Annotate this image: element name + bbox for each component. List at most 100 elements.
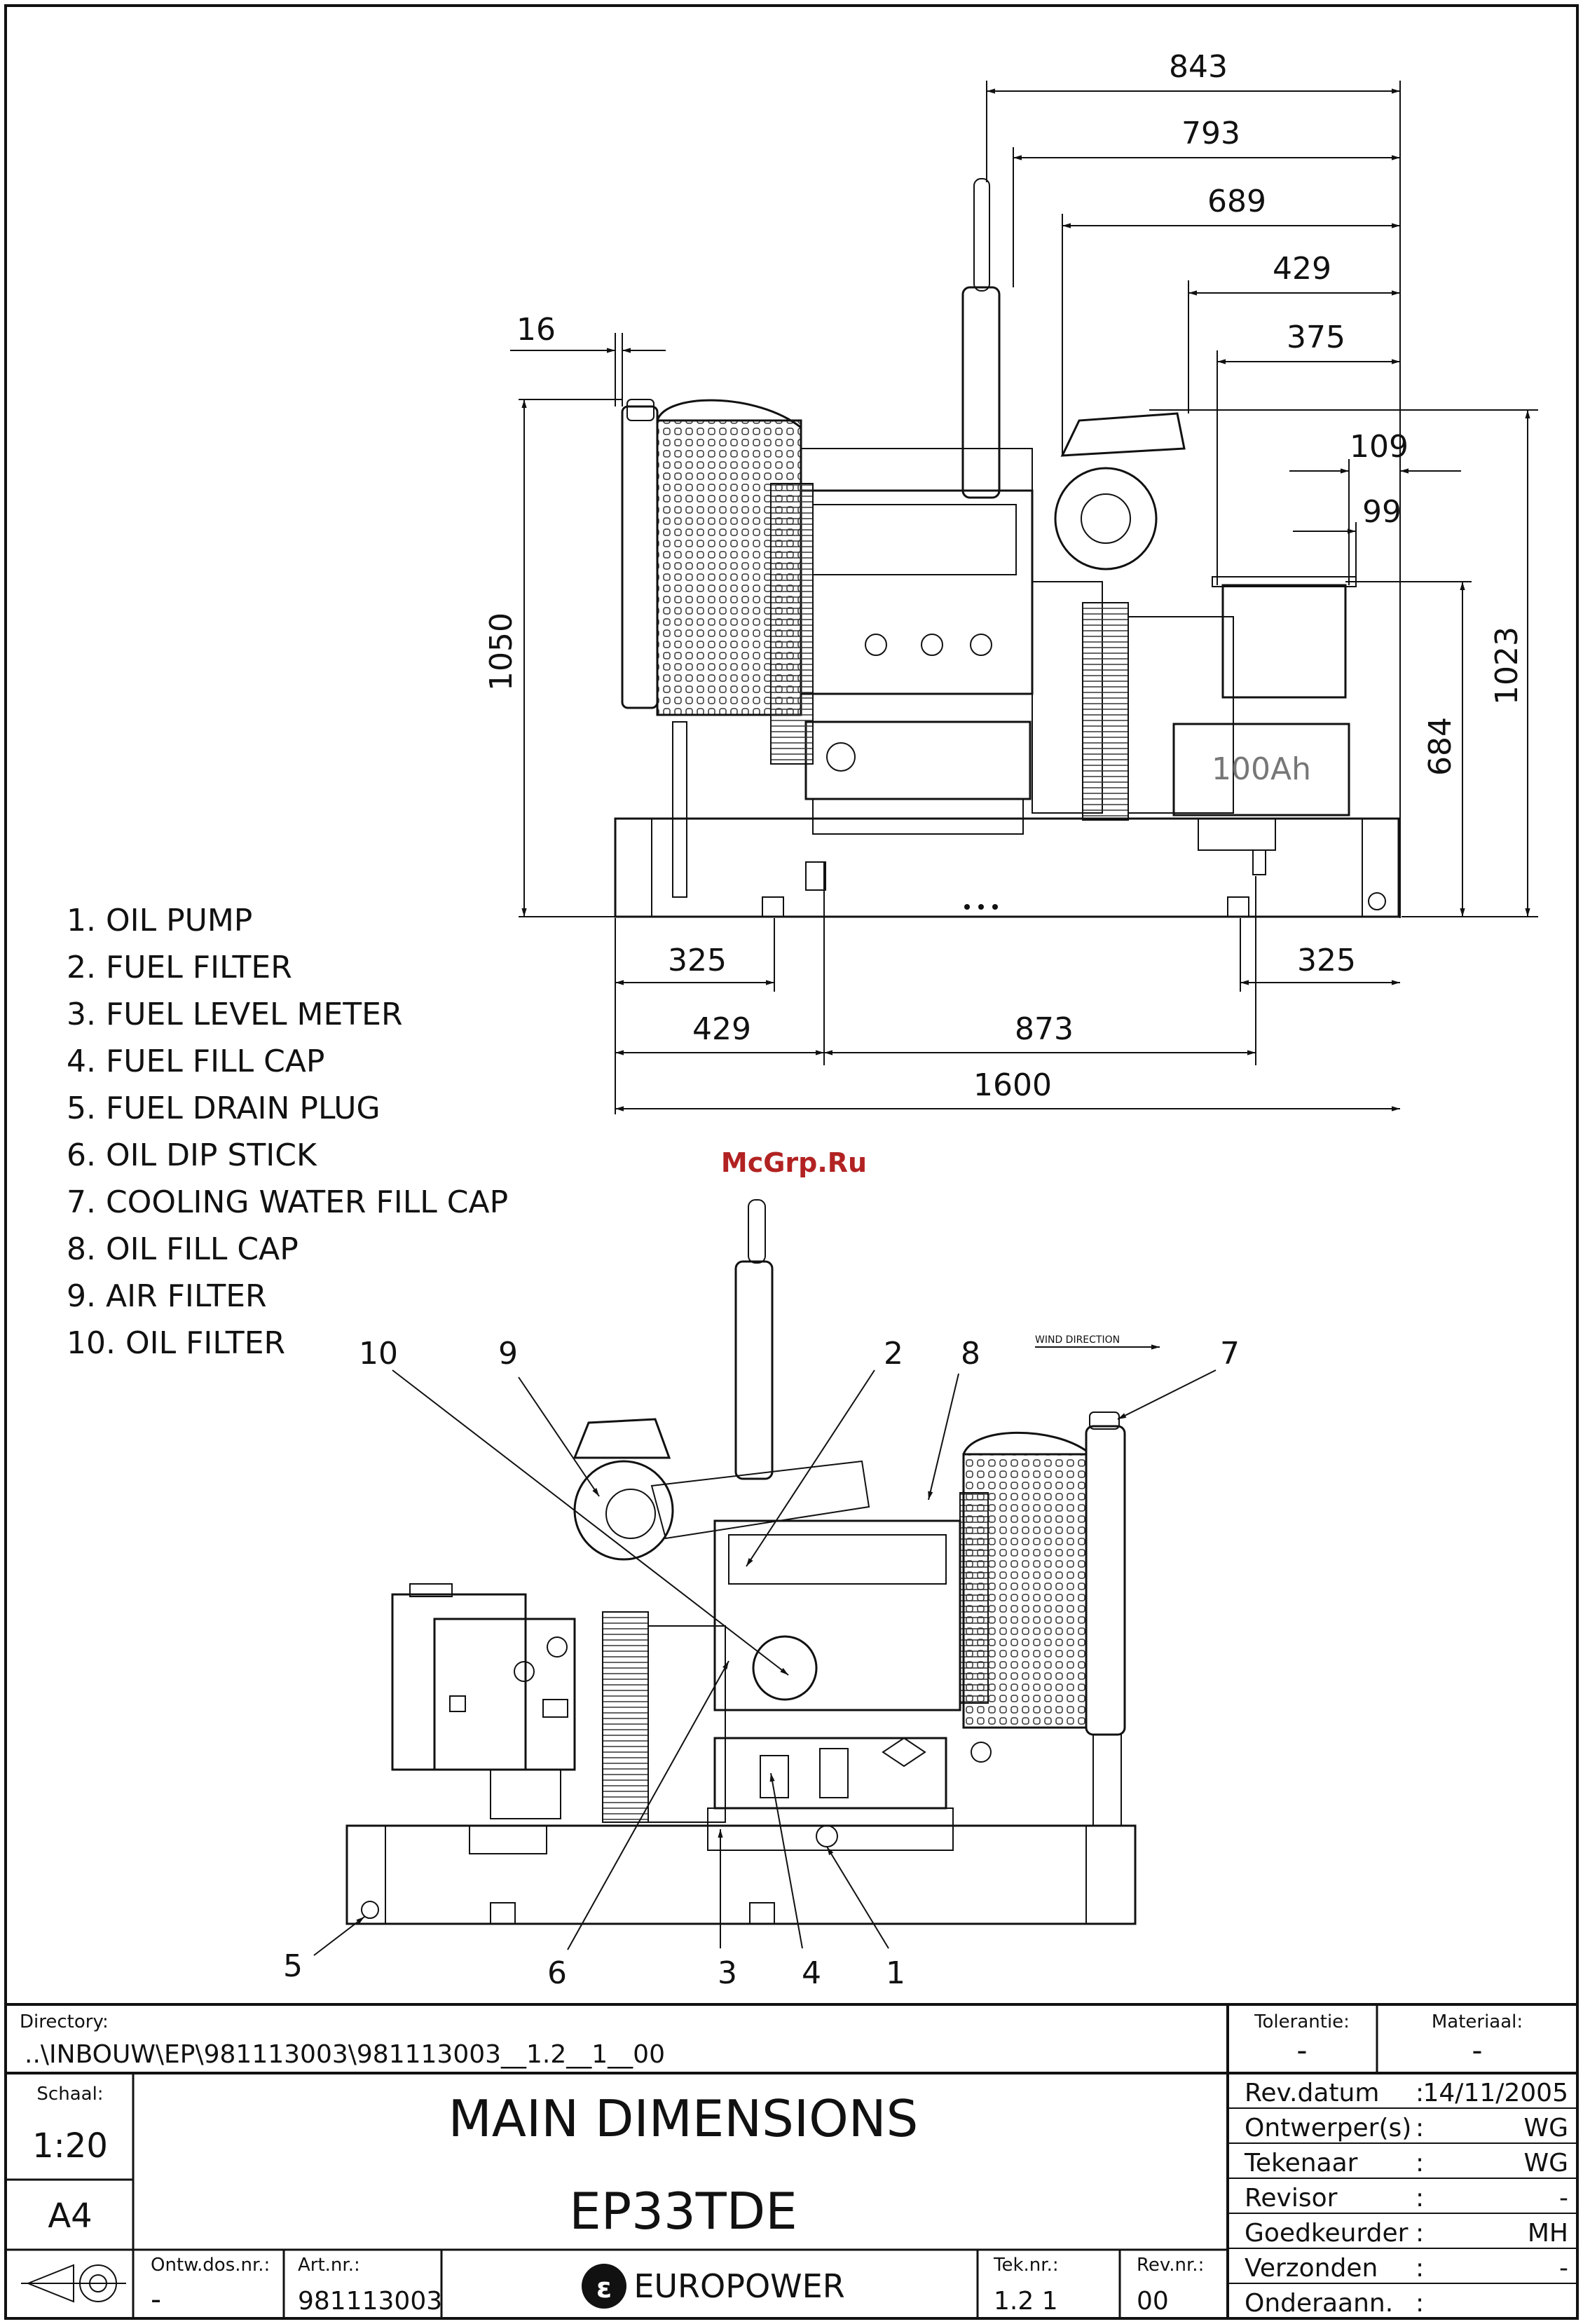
drain-plug-symbol xyxy=(1368,892,1386,910)
generator xyxy=(1128,616,1234,814)
legend-item: 7. COOLING WATER FILL CAP xyxy=(67,1184,508,1220)
svg-text::: : xyxy=(1416,2114,1424,2142)
callout-5: 5 xyxy=(283,1948,303,1984)
ontw-label: Ontw.dos.nr.: xyxy=(151,2255,270,2276)
field-value: - xyxy=(1559,2254,1568,2283)
field-label: Rev.datum xyxy=(1245,2079,1379,2107)
dim-375: 375 xyxy=(1287,320,1345,355)
callout-1: 1 xyxy=(886,1955,905,1991)
projection-symbol xyxy=(21,2264,126,2303)
air-filter-cap xyxy=(1060,412,1186,457)
control-box xyxy=(1221,584,1347,699)
fuel-fill-cap xyxy=(760,1755,789,1798)
battery-width-dimensions: 109 99 xyxy=(1289,429,1461,585)
schaal-label: Schaal: xyxy=(36,2084,103,2105)
dim-684: 684 xyxy=(1423,717,1458,776)
tek-value: 1.2 1 xyxy=(994,2287,1058,2316)
parts-legend: 1. OIL PUMP 2. FUEL FILTER 3. FUEL LEVEL… xyxy=(67,903,508,1361)
dim-429-bottom: 429 xyxy=(692,1011,751,1047)
height-684-dimension: 684 xyxy=(1345,581,1472,917)
front-radiator-core xyxy=(962,1453,1088,1729)
legend-item: 9. AIR FILTER xyxy=(67,1278,267,1314)
schaal-value: 1:20 xyxy=(32,2126,108,2166)
dim-325-right: 325 xyxy=(1297,943,1356,978)
europower-logo-icon: ε xyxy=(582,2264,626,2309)
field-label: Revisor xyxy=(1245,2184,1338,2213)
front-control-panel xyxy=(433,1618,576,1771)
directory-value: ..\INBOUW\EP\981113003\981113003__1.2__1… xyxy=(25,2040,665,2069)
callout-10: 10 xyxy=(359,1336,398,1372)
art-value: 981113003 xyxy=(298,2287,442,2316)
callout-2: 2 xyxy=(884,1336,903,1372)
svg-text::: : xyxy=(1416,2254,1424,2283)
svg-text::: : xyxy=(1416,2184,1424,2213)
drain-plug xyxy=(361,1901,379,1919)
field-value: 14/11/2005 xyxy=(1423,2079,1569,2107)
height-1023-dimension: 1023 xyxy=(1149,409,1538,917)
field-label: Goedkeurder xyxy=(1245,2219,1409,2248)
callout-6: 6 xyxy=(547,1955,567,1991)
dim-1600: 1600 xyxy=(973,1067,1052,1103)
legend-item: 4. FUEL FILL CAP xyxy=(67,1044,324,1079)
callout-9: 9 xyxy=(498,1336,518,1372)
legend-item: 6. OIL DIP STICK xyxy=(67,1137,317,1173)
dim-325-left: 325 xyxy=(668,943,727,978)
bottom-dimensions: 325 325 429 873 1600 xyxy=(615,862,1400,1114)
paper-format: A4 xyxy=(48,2196,92,2236)
front-elevation-view: WIND DIRECTION 10 9 2 8 7 5 6 3 4 1 xyxy=(283,1199,1240,1991)
exhaust-stack xyxy=(961,286,1001,499)
base-frame xyxy=(614,817,1400,918)
dim-793: 793 xyxy=(1181,116,1240,151)
title-block: Directory: ..\INBOUW\EP\981113003\981113… xyxy=(6,2003,1577,2318)
materiaal-value: - xyxy=(1472,2033,1482,2067)
field-value: WG xyxy=(1524,2114,1569,2142)
legend-item: 10. OIL FILTER xyxy=(67,1325,285,1361)
callout-4: 4 xyxy=(802,1955,821,1991)
dim-1050: 1050 xyxy=(484,613,519,691)
svg-text:ε: ε xyxy=(596,2272,612,2304)
engine-block xyxy=(800,489,1034,695)
front-exhaust-stack xyxy=(734,1260,774,1480)
top-dimensions: 843 793 689 429 375 xyxy=(986,49,1401,918)
dim-1023: 1023 xyxy=(1489,627,1525,705)
front-radiator-tank xyxy=(1085,1425,1126,1736)
dim-873: 873 xyxy=(1015,1011,1074,1047)
svg-text::: : xyxy=(1416,2149,1424,2178)
directory-label: Directory: xyxy=(20,2011,109,2032)
materiaal-label: Materiaal: xyxy=(1432,2011,1523,2032)
tek-label: Tek.nr.: xyxy=(993,2255,1059,2276)
callout-7: 7 xyxy=(1220,1336,1240,1372)
height-1050-dimension: 1050 xyxy=(484,399,622,917)
svg-text::: : xyxy=(1416,2289,1424,2318)
tolerantie-value: - xyxy=(1296,2033,1307,2067)
rev-value: 00 xyxy=(1137,2287,1169,2316)
tolerantie-label: Tolerantie: xyxy=(1254,2011,1350,2032)
legend-item: 8. OIL FILL CAP xyxy=(67,1231,299,1267)
dim-429-top: 429 xyxy=(1273,251,1331,287)
drawing-title: MAIN DIMENSIONS xyxy=(448,2089,919,2148)
callout-8: 8 xyxy=(961,1336,980,1372)
oil-sump xyxy=(804,720,1032,800)
dim-16: 16 xyxy=(516,312,556,348)
svg-text::: : xyxy=(1416,2079,1424,2107)
battery-label: 100Ah xyxy=(1212,751,1311,787)
svg-text::: : xyxy=(1416,2219,1424,2248)
side-elevation-view: 100Ah 843 793 689 429 375 xyxy=(484,49,1538,1114)
company-name: EUROPOWER xyxy=(633,2267,844,2305)
radiator-tank xyxy=(621,405,659,709)
front-air-filter-cap xyxy=(573,1418,671,1459)
air-filter-body xyxy=(1054,467,1158,570)
legend-item: 2. FUEL FILTER xyxy=(67,950,292,985)
model-name: EP33TDE xyxy=(569,2182,797,2241)
legend-item: 5. FUEL DRAIN PLUG xyxy=(67,1091,381,1126)
callout-3: 3 xyxy=(718,1955,737,1991)
art-label: Art.nr.: xyxy=(298,2255,360,2276)
watermark: McGrp.Ru xyxy=(721,1147,867,1178)
offset-dimension: 16 xyxy=(510,312,666,406)
battery xyxy=(1172,723,1350,816)
front-generator xyxy=(391,1593,527,1771)
dim-689: 689 xyxy=(1207,184,1266,219)
field-value: - xyxy=(1559,2184,1568,2213)
callout-leaders xyxy=(313,1369,1217,1956)
